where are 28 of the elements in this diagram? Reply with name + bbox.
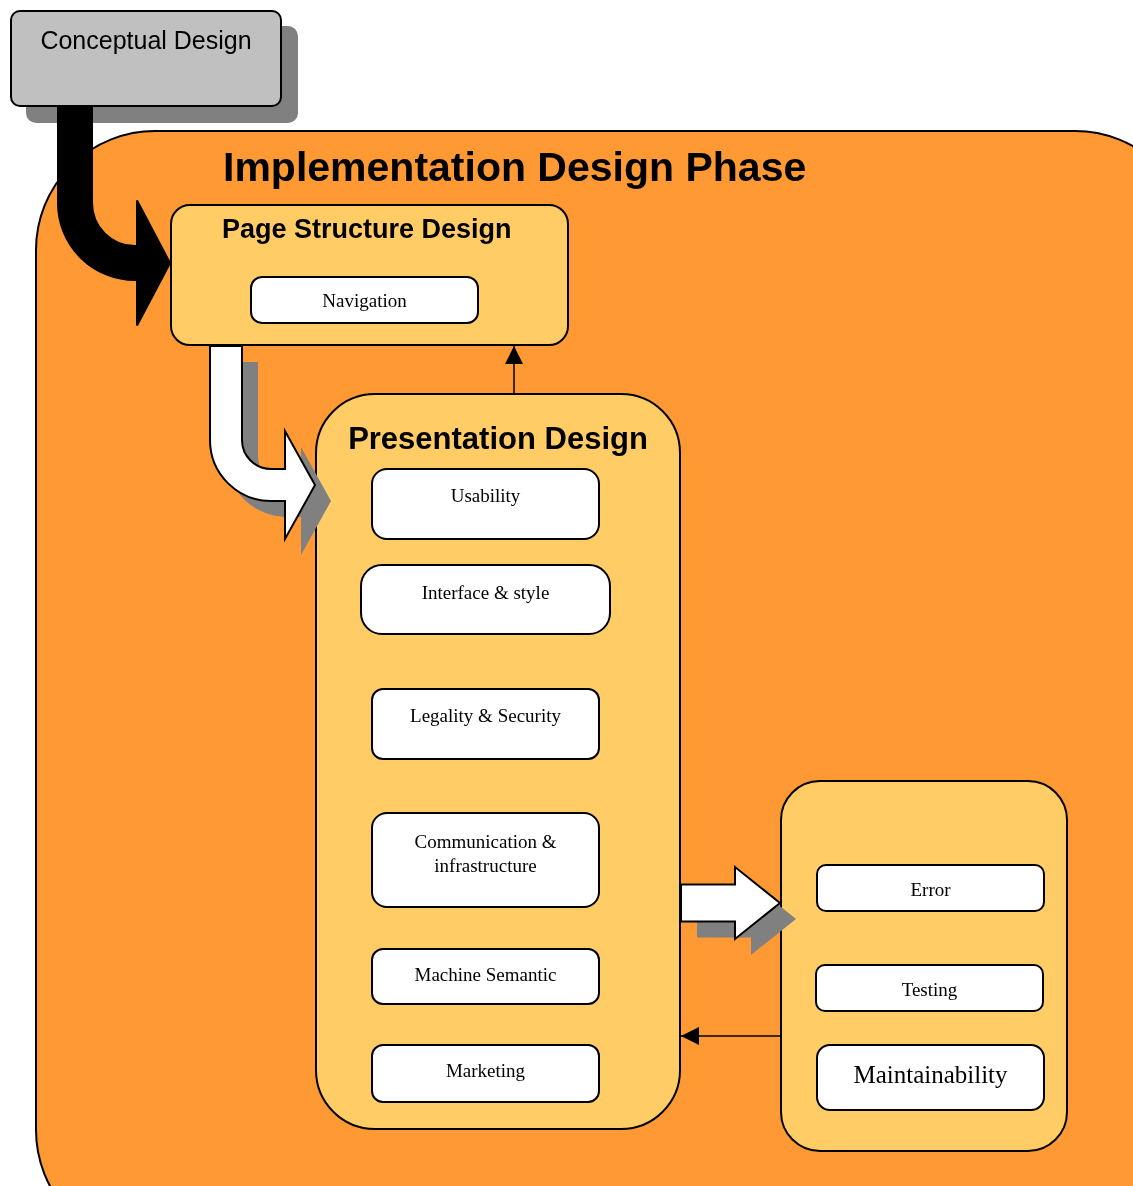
group-box (170, 204, 569, 346)
box-label: Machine Semantic (413, 964, 558, 986)
item-box (816, 1044, 1045, 1111)
box-label: Error (909, 879, 952, 901)
phase-container (35, 130, 1133, 1186)
box-label: Marketing (444, 1060, 527, 1082)
item-box (815, 964, 1044, 1012)
box-label: Navigation (321, 290, 408, 312)
item-box (371, 812, 600, 908)
item-box (360, 564, 611, 635)
box-label: Legality & Security (409, 705, 562, 727)
group-title: Presentation Design (347, 421, 649, 457)
box-label: Communication & infrastructure (413, 830, 558, 878)
box-label: Maintainability (852, 1060, 1009, 1089)
group-title: Page Structure Design (222, 214, 512, 245)
item-box (371, 1044, 600, 1103)
group-box (315, 393, 681, 1130)
box-label: Interface & style (420, 582, 551, 604)
item-box (371, 468, 600, 540)
item-box (250, 276, 479, 324)
item-box (371, 948, 600, 1005)
item-box (816, 864, 1045, 912)
box-label: Usability (449, 485, 522, 507)
group-box (780, 780, 1068, 1152)
box-label: Testing (900, 979, 959, 1001)
item-box (371, 688, 600, 760)
box-label: Conceptual Design (39, 26, 253, 55)
phase-title: Implementation Design Phase (223, 144, 807, 191)
